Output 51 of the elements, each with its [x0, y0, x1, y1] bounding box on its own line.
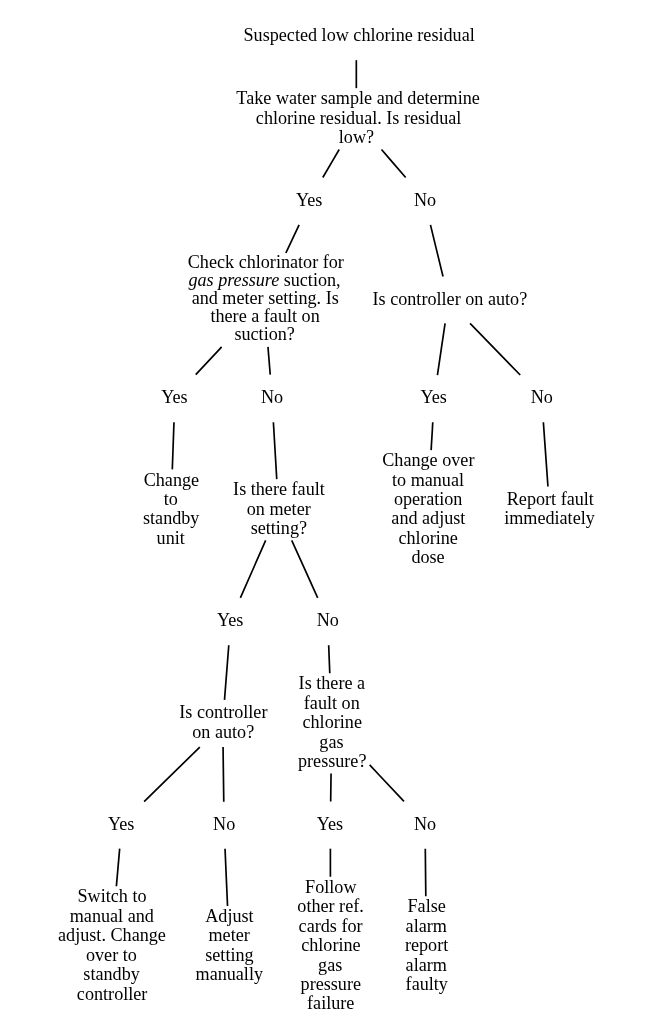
- connector: [194, 346, 222, 376]
- node-text: Change to standby unit: [142, 469, 199, 548]
- connector: [170, 421, 175, 471]
- connector: [354, 59, 357, 89]
- node-text: Take water sample and determine chlorine residual. Is residual low?: [235, 88, 480, 148]
- connector: [436, 322, 446, 376]
- node-text: No: [413, 190, 436, 211]
- connector: [115, 847, 120, 888]
- node-text: Yes: [295, 190, 322, 211]
- node-text: No: [260, 387, 283, 408]
- node-text: Is there fault on meter setting?: [232, 479, 325, 539]
- connector: [329, 772, 332, 803]
- node-text: No: [413, 813, 436, 834]
- node-text: Switch to manual and adjust. Change over to standby controller: [57, 886, 166, 1004]
- node-text: False alarm report alarm faulty: [404, 896, 448, 995]
- connector: [542, 421, 549, 488]
- connector: [223, 644, 230, 701]
- node-text: Is controller on auto?: [372, 288, 527, 309]
- node-text: Change over to manual operation and adjust chlorine dose: [381, 450, 474, 568]
- connector: [239, 539, 266, 599]
- node-text: Yes: [316, 813, 343, 834]
- connector: [429, 224, 444, 278]
- connector: [468, 322, 521, 376]
- node-text: Yes: [107, 813, 134, 834]
- connector: [284, 224, 300, 254]
- connector: [329, 847, 331, 878]
- node-text: Follow other ref. cards for chlorine gas pressure failure: [296, 876, 364, 1014]
- node-text: Yes: [216, 610, 243, 631]
- node-text: Suspected low chlorine residual: [243, 25, 475, 46]
- connector: [266, 346, 271, 376]
- connector: [423, 847, 427, 898]
- node-text: Report fault immediately: [503, 489, 595, 529]
- connector: [142, 746, 201, 803]
- connector: [272, 421, 278, 480]
- node-text: Check chlorinator for gas pressure suction, and meter setting. Is there a fault on suction?: [187, 251, 344, 345]
- connector: [327, 644, 331, 675]
- connector: [321, 148, 340, 179]
- node-text: Is there a fault on chlorine gas pressure?: [297, 673, 366, 771]
- connector: [290, 539, 319, 599]
- connector: [429, 421, 434, 451]
- node-text: No: [316, 610, 339, 631]
- connector: [221, 746, 225, 803]
- node-text: Yes: [420, 387, 447, 408]
- node-text: No: [530, 387, 553, 408]
- connector: [368, 764, 405, 803]
- node-text: Yes: [160, 387, 188, 408]
- node-text: Is controller on auto?: [178, 702, 267, 742]
- connector: [223, 847, 228, 907]
- node-text: No: [212, 813, 235, 834]
- node-text: Adjust meter setting manually: [195, 905, 263, 985]
- connector: [380, 148, 406, 179]
